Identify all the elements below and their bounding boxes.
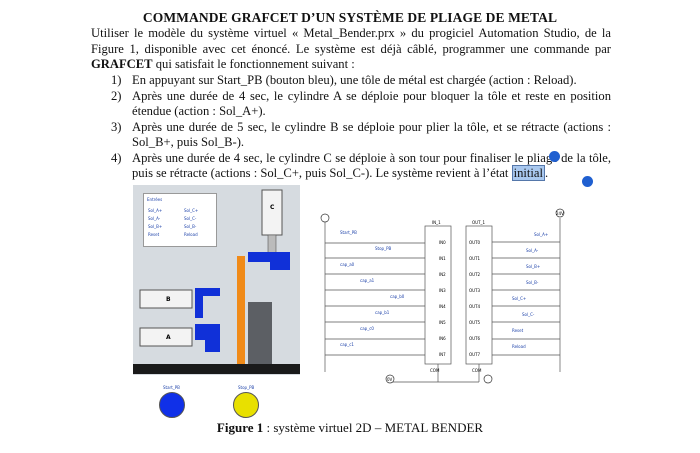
step-number: 1) — [111, 73, 122, 87]
step-item: 4) Après une durée de 4 sec, le cylindre … — [91, 151, 611, 182]
step-text: En appuyant sur Start_PB (bouton bleu), … — [132, 73, 577, 87]
panel-label: Sol_A+ — [148, 208, 163, 213]
output-terminal: OUT5 — [469, 320, 481, 325]
input-terminal: IN1 — [439, 256, 446, 261]
module-in-label: IN_1 — [432, 220, 441, 225]
rung-input-label: cap_b1 — [375, 310, 390, 315]
input-terminal: IN4 — [439, 304, 446, 309]
intro-paragraph: Utiliser le modèle du système virtuel « … — [91, 26, 611, 73]
com-label-in: COM — [430, 368, 440, 373]
panel-label: Sol_B+ — [148, 224, 163, 229]
start-button[interactable] — [159, 392, 185, 418]
start-button-label: Start_PB — [163, 385, 180, 390]
output-terminal: OUT7 — [469, 352, 481, 357]
selection-handle-start[interactable] — [549, 151, 560, 162]
rung-input-label: cap_a0 — [340, 262, 355, 267]
rung-input-label: cap_c0 — [360, 326, 374, 331]
input-panel: Entrées Sol_A+ Sol_A- Sol_B+ Reset Sol_C… — [143, 193, 217, 247]
cylinder-a-label: A — [166, 334, 171, 341]
rung-input-label: cap_c1 — [340, 342, 354, 347]
rung-output-label: Reset — [512, 328, 524, 333]
rung-output-label: Sol_B+ — [526, 264, 541, 269]
step-text-end: . — [544, 166, 549, 180]
figure-caption: Figure 1 : système virtuel 2D – METAL BE… — [0, 420, 700, 436]
rung-input-label: Start_PB — [340, 230, 357, 235]
output-terminal: OUT2 — [469, 272, 481, 277]
output-terminal: OUT3 — [469, 288, 481, 293]
cylinder-b-label: B — [166, 296, 171, 303]
rung-output-label: Sol_A+ — [534, 232, 549, 237]
rung-output-label: Sol_B- — [526, 280, 539, 285]
selection-handle-end[interactable] — [582, 176, 593, 187]
intro-text-1: Utiliser le modèle du système virtuel « … — [91, 26, 611, 56]
selected-text[interactable]: initial — [511, 165, 545, 181]
input-terminal: IN3 — [439, 288, 446, 293]
power-0v-label: 0V — [387, 377, 393, 382]
step-text: Après une durée de 4 sec, le cylindre C … — [132, 150, 611, 181]
input-terminal: IN0 — [439, 240, 446, 245]
com-label-out: COM — [472, 368, 482, 373]
rung-input-label: cap_b0 — [390, 294, 405, 299]
input-terminals: IN0 IN1 IN2 IN3 IN4 IN5 IN6 IN7 — [439, 240, 446, 368]
panel-left-list: Sol_A+ Sol_A- Sol_B+ Reset — [148, 208, 162, 240]
power-0v-right-icon — [483, 374, 493, 384]
panel-label: Sol_A- — [148, 216, 161, 221]
input-terminal: IN2 — [439, 272, 446, 277]
power-24v-left-icon — [320, 213, 330, 223]
module-out-label: OUT_1 — [472, 220, 486, 225]
rung-output-label: Sol_C- — [522, 312, 535, 317]
intro-text-2: qui satisfait le fonctionnement suivant … — [152, 57, 355, 71]
panel-label: Sol_B- — [184, 224, 197, 229]
panel-label: Sol_C+ — [184, 208, 199, 213]
step-number: 2) — [111, 88, 122, 103]
rung-output-label: Sol_C+ — [512, 296, 527, 301]
rung-output-label: Sol_A- — [526, 248, 539, 253]
output-terminal: OUT4 — [469, 304, 481, 309]
caption-bold: Figure 1 — [216, 420, 264, 435]
step-text: Après une durée de 4 sec, le cylindre A … — [132, 88, 611, 119]
rung-input-label: cap_a1 — [360, 278, 375, 283]
output-terminal: OUT1 — [469, 256, 481, 261]
panel-title: Entrées — [147, 197, 163, 202]
step-item: 3) Après une durée de 5 sec, le cylindre … — [91, 120, 611, 151]
input-terminal: IN6 — [439, 336, 446, 341]
output-terminals: OUT0 OUT1 OUT2 OUT3 OUT4 OUT5 OUT6 OUT7 — [469, 240, 480, 368]
ladder-output-labels: Sol_A+ Sol_A- Sol_B+ Sol_B- Sol_C+ Sol_C… — [512, 232, 548, 360]
panel-right-list: Sol_C+ Sol_C- Sol_B- Reload — [184, 208, 198, 240]
output-terminal: OUT6 — [469, 336, 481, 341]
input-terminal: IN7 — [439, 352, 446, 357]
step-item: 2) Après une durée de 4 sec, le cylindre … — [91, 89, 611, 120]
panel-label: Sol_C- — [184, 216, 197, 221]
stop-button[interactable] — [233, 392, 259, 418]
input-terminal: IN5 — [439, 320, 446, 325]
ladder-input-labels: Start_PB Stop_PB cap_a0 cap_a1 cap_b0 ca… — [340, 230, 404, 358]
step-item: 1) En appuyant sur Start_PB (bouton bleu)… — [91, 73, 611, 89]
rung-input-label: Stop_PB — [375, 246, 392, 251]
step-number: 4) — [111, 150, 122, 165]
rung-output-label: Reload — [512, 344, 526, 349]
step-text: Après une durée de 5 sec, le cylindre B … — [132, 119, 611, 150]
caption-text: : système virtuel 2D – METAL BENDER — [263, 420, 484, 435]
step-number: 3) — [111, 119, 122, 134]
panel-label: Reset — [148, 232, 160, 237]
intro-bold: GRAFCET — [91, 57, 153, 71]
document-title: COMMANDE GRAFCET D’UN SYSTÈME DE PLIAGE … — [142, 10, 558, 25]
steps-list: 1) En appuyant sur Start_PB (bouton bleu)… — [91, 73, 611, 182]
output-terminal: OUT0 — [469, 240, 481, 245]
stop-button-label: Stop_PB — [238, 385, 255, 390]
panel-label: Reload — [184, 232, 198, 237]
cylinder-c-label: C — [270, 204, 275, 211]
power-24v-label: 24V — [556, 211, 564, 216]
